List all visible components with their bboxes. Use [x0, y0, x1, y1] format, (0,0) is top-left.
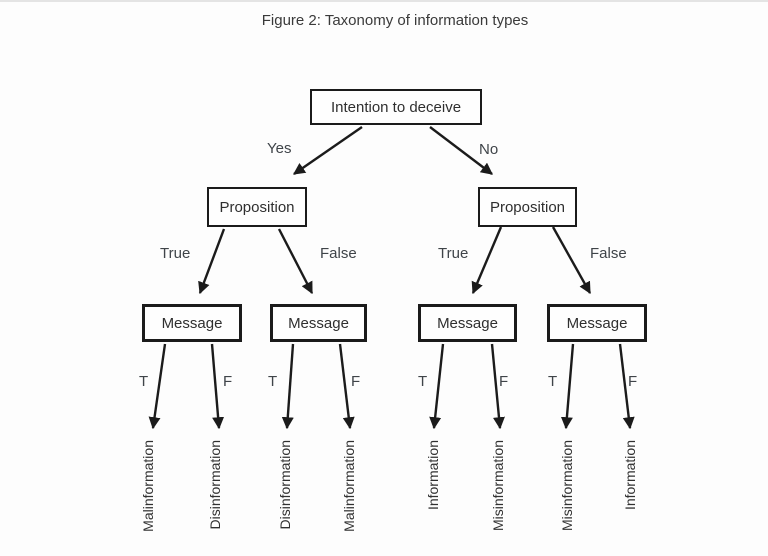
figure-caption: Figure 2: Taxonomy of information types [261, 12, 529, 29]
branch-label-true-right: True [438, 245, 469, 262]
edge-msg4-t [560, 343, 575, 430]
edge-msg3-t [429, 343, 445, 430]
edge-msg1-t [148, 343, 167, 430]
edge-msg4-f [618, 343, 635, 430]
leaf-malinformation-1: Malinformation [140, 440, 156, 532]
leaf-information-2: Information [622, 440, 638, 511]
edge-propR-false [551, 226, 592, 295]
edge-propL-false [277, 228, 314, 295]
leaf-malinformation-2: Malinformation [341, 440, 357, 532]
node-message-4: Message [547, 304, 647, 342]
edge-root-no [429, 126, 493, 175]
leaf-misinformation-2: Misinformation [559, 440, 575, 532]
leaf-disinformation-1: Disinformation [207, 440, 223, 530]
leaf-misinformation-1: Misinformation [490, 440, 506, 532]
branch-label-false-left: False [320, 245, 357, 262]
edge-msg2-f [338, 343, 355, 430]
edge-msg2-t [281, 343, 295, 430]
leaf-disinformation-2: Disinformation [277, 440, 293, 530]
branch-label-t-4: T [548, 373, 558, 390]
edge-root-yes [293, 126, 363, 175]
branch-label-t-3: T [418, 373, 428, 390]
node-proposition-right: Proposition [478, 187, 577, 227]
branch-label-f-3: F [499, 373, 509, 390]
branch-label-false-right: False [590, 245, 627, 262]
edge-msg3-f [490, 343, 505, 430]
top-divider [0, 0, 768, 2]
branch-label-t-1: T [139, 373, 149, 390]
branch-label-yes: Yes [267, 140, 292, 157]
edge-msg1-f [210, 343, 225, 430]
branch-label-no: No [479, 141, 499, 158]
node-message-3: Message [418, 304, 517, 342]
leaf-information-1: Information [425, 440, 441, 511]
node-message-2: Message [270, 304, 367, 342]
branch-label-f-2: F [351, 373, 361, 390]
branch-label-true-left: True [160, 245, 191, 262]
node-intention-to-deceive: Intention to deceive [310, 89, 482, 125]
branch-label-f-4: F [628, 373, 638, 390]
edge-propL-true [198, 228, 226, 295]
node-message-1: Message [142, 304, 242, 342]
branch-label-t-2: T [268, 373, 278, 390]
node-proposition-left: Proposition [207, 187, 307, 227]
edge-propR-true [471, 226, 503, 295]
branch-label-f-1: F [223, 373, 233, 390]
